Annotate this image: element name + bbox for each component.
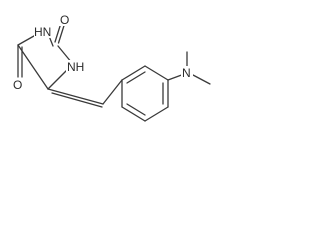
bond-c5-ch-a bbox=[47, 88, 104, 105]
atom-nh-mid: NH bbox=[67, 60, 84, 74]
bond-ring-5 bbox=[121, 106, 146, 122]
bond-ring-1 bbox=[121, 65, 146, 81]
bond-c2-o-top-a bbox=[54, 22, 62, 43]
atom-o-left: O bbox=[13, 78, 22, 92]
bond-ring-inner-1 bbox=[126, 71, 146, 84]
atom-nh-top: HN bbox=[34, 25, 51, 39]
atom-o-top: O bbox=[60, 13, 69, 27]
bond-ring-inner-3 bbox=[126, 103, 146, 116]
bond-ring-4 bbox=[144, 106, 169, 122]
atom-labels: O HN NH O N bbox=[13, 13, 193, 92]
atom-n-amine: N bbox=[182, 66, 191, 80]
bond-ring-2 bbox=[144, 65, 169, 81]
structure-diagram: O HN NH O N bbox=[13, 13, 211, 122]
bond-ch-ring bbox=[102, 79, 123, 105]
bond-c5-ch-b bbox=[51, 92, 103, 108]
bond-c4-c5 bbox=[17, 44, 49, 90]
bond-c2-o-top-b bbox=[57, 23, 66, 44]
bonds bbox=[17, 22, 211, 122]
bond-n-me-right bbox=[192, 74, 211, 85]
